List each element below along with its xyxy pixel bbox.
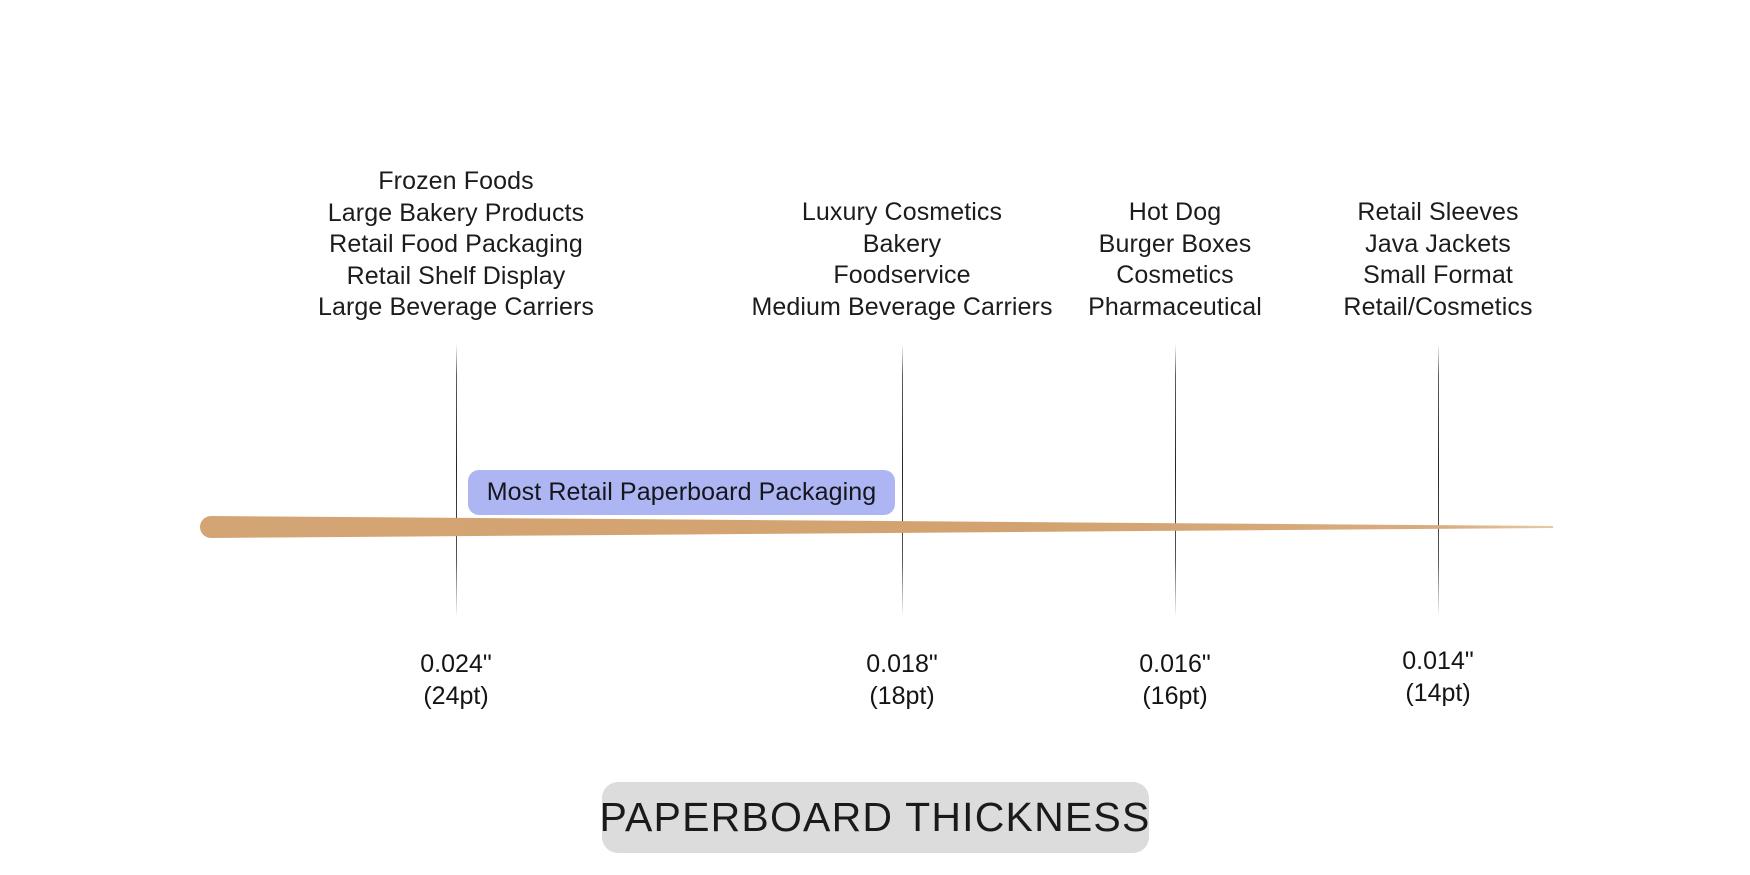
title-banner: PAPERBOARD THICKNESS (599, 782, 1151, 853)
category-item: Frozen Foods (378, 167, 534, 195)
category-item: Cosmetics (1116, 261, 1234, 289)
measurement-inches: 0.024" (420, 650, 492, 678)
measurement-points: (16pt) (1142, 682, 1208, 710)
category-item: Large Bakery Products (327, 198, 585, 227)
category-item: Retail Sleeves (1357, 198, 1519, 226)
category-item: Foodservice (833, 261, 971, 289)
category-item: Burger Boxes (1098, 229, 1252, 258)
category-item: Hot Dog (1128, 198, 1222, 226)
measurement-points: (18pt) (869, 682, 935, 710)
tick-guide-line-18pt (902, 345, 903, 615)
measurement-inches: 0.018" (866, 650, 938, 678)
measurement-points: (24pt) (423, 682, 489, 710)
page-title: PAPERBOARD THICKNESS (599, 794, 1151, 840)
category-item: Large Beverage Carriers (317, 293, 595, 321)
measurement-label-16pt: 0.016" (16pt) (1139, 648, 1210, 712)
category-item: Small Format (1363, 261, 1513, 289)
measurement-inches: 0.016" (1139, 650, 1211, 678)
measurement-inches: 0.014" (1402, 647, 1474, 675)
category-item: Retail/Cosmetics (1343, 292, 1533, 321)
category-item: Luxury Cosmetics (801, 198, 1003, 226)
measurement-points: (14pt) (1405, 679, 1471, 707)
category-item: Java Jackets (1365, 229, 1511, 258)
category-item: Retail Food Packaging (329, 230, 583, 258)
callout-badge-label: Most Retail Paperboard Packaging (486, 478, 877, 506)
tick-guide-line-14pt (1438, 345, 1439, 615)
tick-guide-line-16pt (1175, 345, 1176, 615)
measurement-label-14pt: 0.014" (14pt) (1402, 645, 1473, 709)
callout-badge-most-retail: Most Retail Paperboard Packaging (468, 470, 895, 515)
category-item: Bakery (862, 229, 942, 258)
tick-guide-line-24pt (456, 345, 457, 615)
category-item: Medium Beverage Carriers (751, 292, 1053, 321)
category-item: Pharmaceutical (1088, 292, 1262, 321)
measurement-label-18pt: 0.018" (18pt) (866, 648, 937, 712)
category-item: Retail Shelf Display (346, 261, 566, 290)
measurement-label-24pt: 0.024" (24pt) (420, 648, 491, 712)
